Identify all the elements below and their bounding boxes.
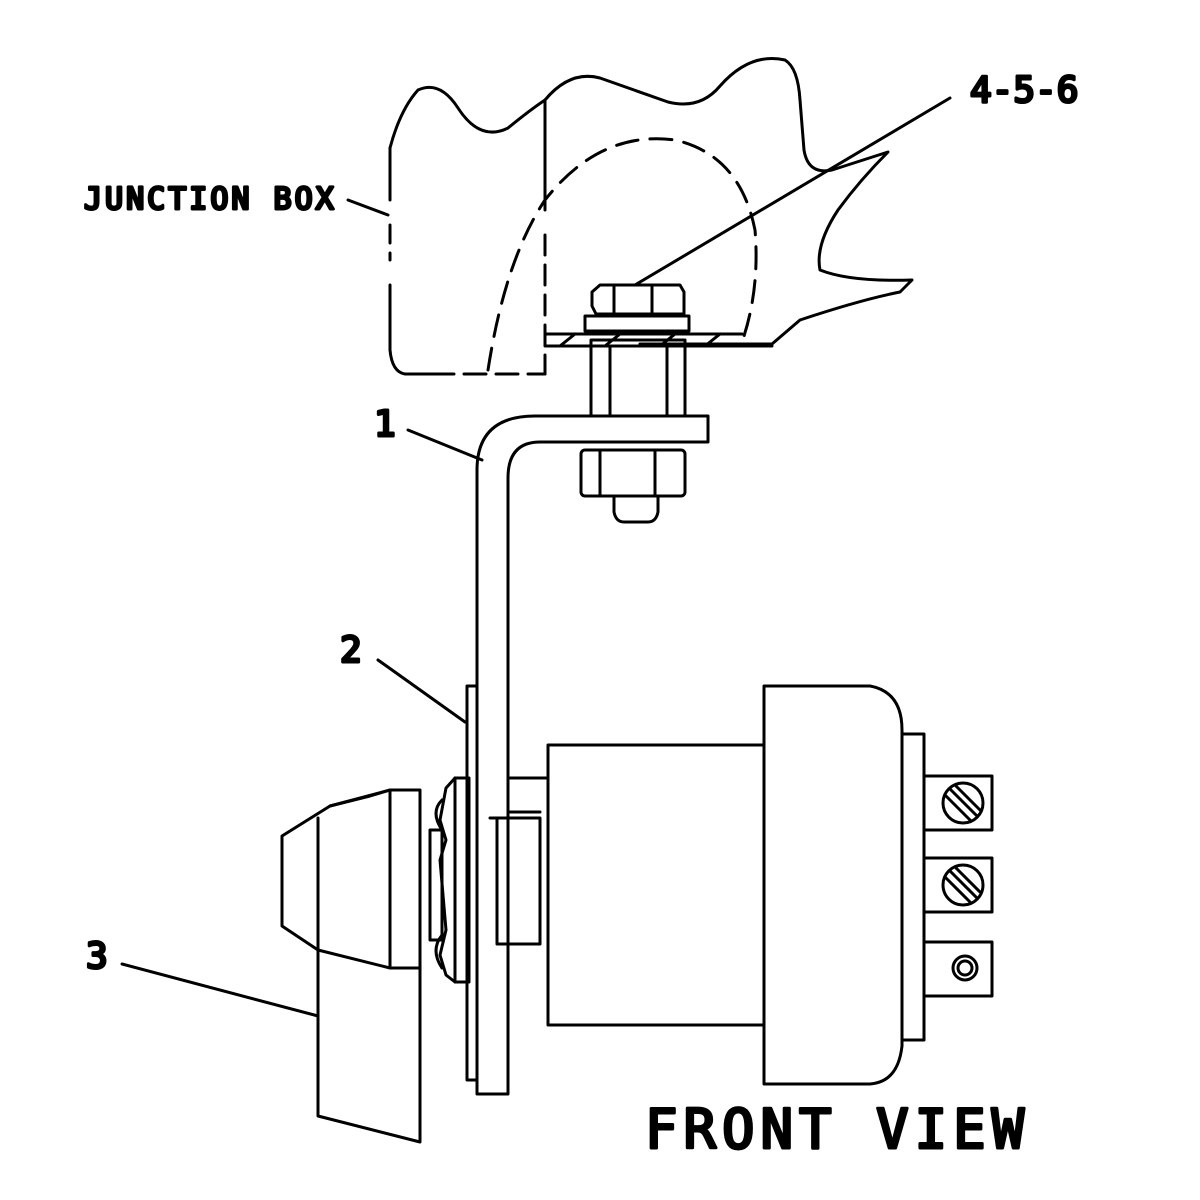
leader-1 (406, 428, 484, 462)
junction-box-outline (388, 57, 914, 376)
leader-2 (376, 658, 467, 724)
hex-nut (428, 776, 471, 984)
bolt-assembly (579, 283, 691, 524)
callout-4-5-6: 4-5-6 (970, 70, 1078, 111)
callout-3: 3 (86, 936, 108, 977)
terminals (922, 774, 994, 998)
leader-3 (120, 962, 320, 1018)
bracket (475, 414, 710, 1096)
leader-junction-box (346, 198, 390, 217)
plate-washer (465, 684, 479, 1082)
view-title: FRONT VIEW (645, 1098, 1030, 1161)
leader-456 (633, 96, 952, 287)
knob (280, 788, 422, 1144)
callout-2: 2 (340, 630, 362, 671)
leader-lines (120, 96, 952, 1018)
switch-body (488, 684, 926, 1086)
callout-1: 1 (374, 404, 396, 445)
junction-box-label: JUNCTION BOX (84, 182, 337, 217)
